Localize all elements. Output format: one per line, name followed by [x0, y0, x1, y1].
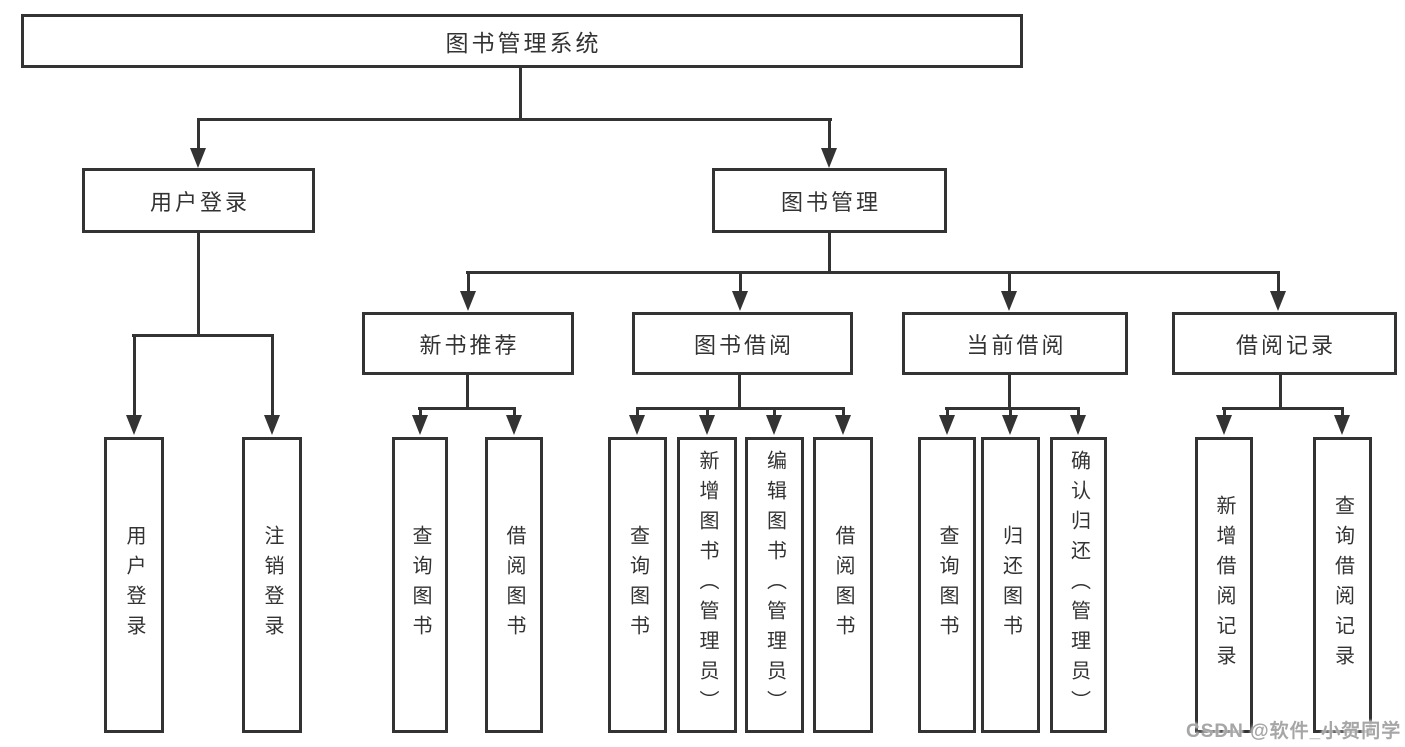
connector-arrow-stem [1076, 407, 1080, 417]
connector-arrow-stem [418, 407, 422, 417]
connector-line [132, 334, 273, 337]
leaf-query-books-current-label: 查询图书 [936, 525, 958, 645]
leaf-confirm-return-admin: 确认归还（管理员） [1050, 437, 1107, 733]
node-book-management-label: 图书管理 [780, 189, 881, 215]
leaf-query-books-recommend-label: 查询图书 [409, 525, 431, 645]
arrow-down-icon [835, 415, 851, 435]
connector-arrow-stem [1008, 407, 1012, 417]
connector-arrow-stem [1222, 407, 1226, 417]
leaf-edit-books-admin-label: 编辑图书（管理员） [763, 450, 786, 720]
leaf-add-books-admin-label: 新增图书（管理员） [696, 450, 718, 720]
arrow-down-icon [939, 415, 955, 435]
node-borrow-record: 借阅记录 [1172, 312, 1397, 375]
arrow-down-icon [1270, 291, 1286, 311]
node-new-book-recommend: 新书推荐 [362, 312, 574, 375]
arrow-down-icon [699, 415, 715, 435]
leaf-query-books-recommend: 查询图书 [392, 437, 448, 733]
arrow-down-icon [460, 291, 476, 311]
arrow-down-icon [1002, 415, 1018, 435]
leaf-add-borrow-record: 新增借阅记录 [1195, 437, 1253, 733]
connector-line [197, 118, 832, 121]
arrow-down-icon [506, 415, 522, 435]
connector-arrow-stem [196, 118, 200, 150]
leaf-edit-books-admin: 编辑图书（管理员） [745, 437, 804, 733]
arrow-down-icon [629, 415, 645, 435]
leaf-confirm-return-admin-label: 确认归还（管理员） [1067, 450, 1090, 720]
node-book-borrow-label: 图书借阅 [693, 332, 794, 358]
leaf-query-books-borrow-label: 查询图书 [626, 525, 649, 645]
leaf-return-books: 归还图书 [981, 437, 1040, 733]
leaf-add-borrow-record-label: 新增借阅记录 [1213, 495, 1235, 675]
leaf-borrow-books-recommend: 借阅图书 [485, 437, 543, 733]
node-new-book-recommend-label: 新书推荐 [419, 332, 520, 358]
leaf-borrow-books-label: 借阅图书 [832, 525, 854, 645]
connector-arrow-stem [635, 407, 639, 417]
arrow-down-icon [1216, 415, 1232, 435]
connector-arrow-stem [841, 407, 845, 417]
leaf-query-borrow-record: 查询借阅记录 [1313, 437, 1372, 733]
connector-line [738, 375, 741, 407]
node-user-login: 用户登录 [82, 168, 315, 233]
connector-arrow-stem [466, 271, 470, 293]
leaf-user-login-label: 用户登录 [123, 525, 145, 645]
connector-line [466, 271, 1279, 274]
connector-arrow-stem [512, 407, 516, 417]
connector-line [828, 233, 831, 273]
connector-arrow-stem [270, 334, 274, 417]
node-root-system-label: 图书管理系统 [445, 30, 602, 56]
leaf-borrow-books: 借阅图书 [813, 437, 873, 733]
arrow-down-icon [264, 415, 280, 435]
connector-arrow-stem [945, 407, 949, 417]
arrow-down-icon [1070, 415, 1086, 435]
node-book-borrow: 图书借阅 [632, 312, 853, 375]
connector-line [1008, 375, 1011, 408]
arrow-down-icon [412, 415, 428, 435]
arrow-down-icon [190, 148, 206, 168]
arrow-down-icon [766, 415, 782, 435]
connector-line [1222, 407, 1344, 410]
connector-arrow-stem [827, 118, 831, 150]
leaf-borrow-books-recommend-label: 借阅图书 [503, 525, 525, 645]
connector-arrow-stem [1276, 271, 1280, 293]
connector-arrow-stem [1340, 407, 1344, 417]
node-current-borrow: 当前借阅 [902, 312, 1128, 375]
csdn-watermark: CSDN @软件_小贺同学 [1186, 721, 1402, 742]
leaf-logout-label: 注销登录 [261, 525, 283, 645]
arrow-down-icon [732, 291, 748, 311]
arrow-down-icon [1001, 291, 1017, 311]
leaf-query-borrow-record-label: 查询借阅记录 [1331, 495, 1354, 675]
arrow-down-icon [821, 148, 837, 168]
connector-arrow-stem [132, 334, 136, 417]
arrow-down-icon [1334, 415, 1350, 435]
leaf-return-books-label: 归还图书 [999, 525, 1022, 645]
leaf-logout: 注销登录 [242, 437, 302, 733]
leaf-user-login: 用户登录 [104, 437, 164, 733]
connector-line [519, 68, 522, 120]
connector-line [636, 407, 845, 410]
leaf-add-books-admin: 新增图书（管理员） [677, 437, 737, 733]
connector-arrow-stem [738, 271, 742, 293]
connector-line [945, 407, 1080, 410]
connector-line [1279, 374, 1282, 407]
connector-line [466, 374, 469, 407]
node-root-system: 图书管理系统 [21, 14, 1023, 68]
connector-arrow-stem [705, 407, 709, 417]
leaf-query-books-borrow: 查询图书 [608, 437, 667, 733]
arrow-down-icon [126, 415, 142, 435]
node-current-borrow-label: 当前借阅 [966, 332, 1067, 358]
node-user-login-label: 用户登录 [149, 189, 250, 215]
node-borrow-record-label: 借阅记录 [1235, 332, 1336, 358]
node-book-management: 图书管理 [712, 168, 947, 233]
connector-arrow-stem [1007, 271, 1011, 293]
connector-line [197, 232, 200, 336]
leaf-query-books-current: 查询图书 [918, 437, 976, 733]
connector-arrow-stem [772, 407, 776, 417]
connector-line [418, 407, 516, 410]
